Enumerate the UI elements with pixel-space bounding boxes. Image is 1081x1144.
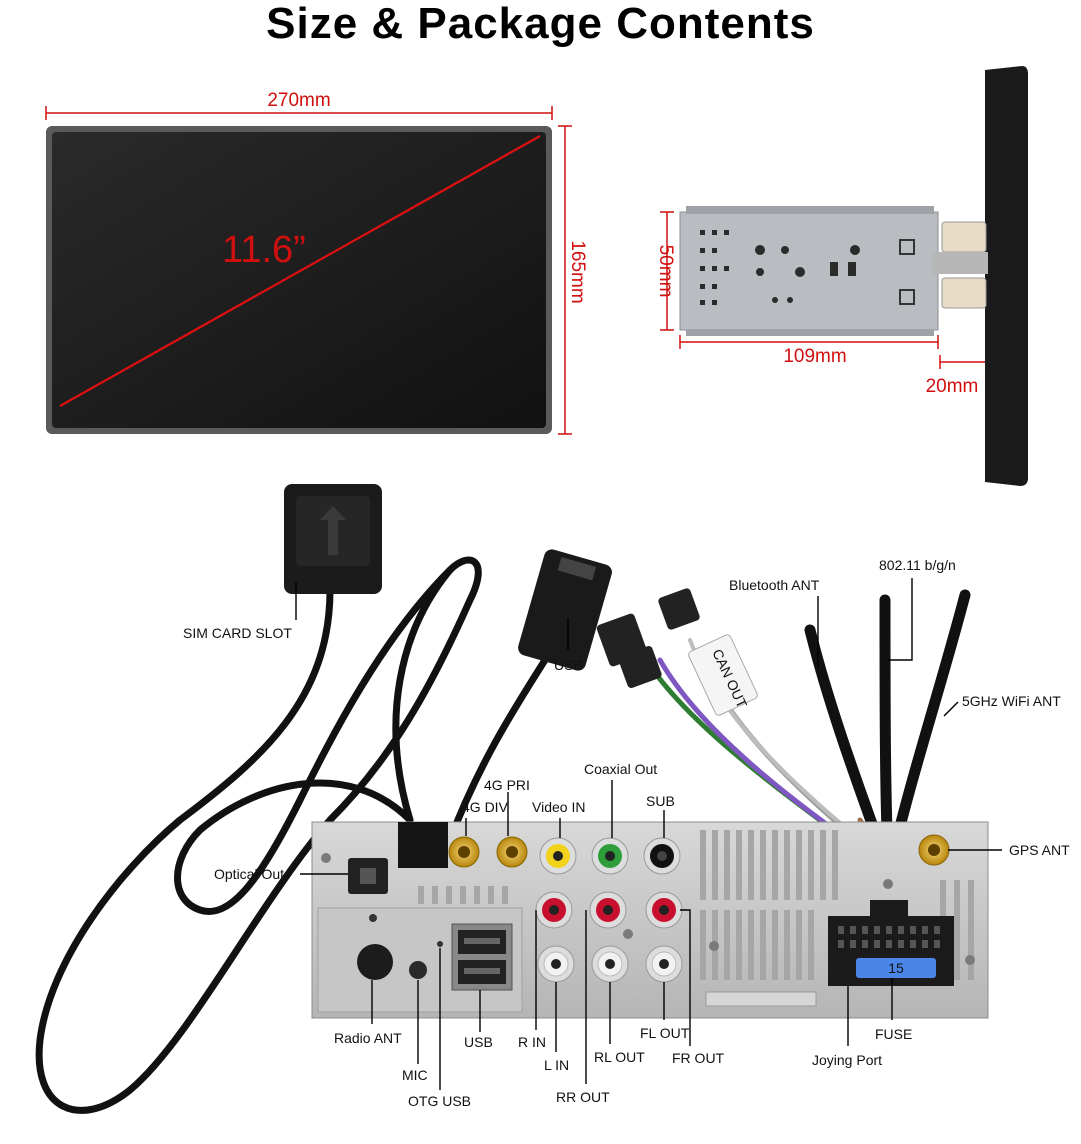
label-l-in: L IN [544,1057,569,1073]
label-usb-port: USB [464,1034,493,1050]
radio-ant-port [357,944,393,980]
rca-rl-out [591,945,629,983]
mic-port [409,961,427,979]
screen-depth-dimension: 20mm [926,355,985,397]
sma-4g-pri [496,836,528,868]
wire-connectors: CAN OUT [596,588,758,716]
width-dimension: 270mm [45,90,553,120]
rca-video-in [539,837,577,875]
label-otg-usb: OTG USB [408,1093,471,1109]
rca-l-in [537,945,575,983]
label-fl-out: FL OUT [640,1025,690,1041]
label-gps-ant: GPS ANT [1009,842,1070,858]
otg-usb-port [437,941,443,947]
label-radio-ant: Radio ANT [334,1030,402,1046]
height-label: 165mm [567,240,588,303]
usb-ports [451,923,513,991]
usb-plug [398,822,448,868]
label-joying-port: Joying Port [812,1052,882,1068]
label-sub: SUB [646,793,675,809]
label-bluetooth-ant: Bluetooth ANT [729,577,820,593]
width-label: 270mm [267,90,330,111]
sma-4g-div [448,836,480,868]
label-4g-div: 4G DIV [462,799,509,815]
rca-fl-out [645,945,683,983]
chassis-depth-label: 109mm [783,346,846,367]
diagonal-label: 11.6” [222,229,306,271]
height-dimension: 165mm [558,125,588,435]
label-rl-out: RL OUT [594,1049,645,1065]
chassis-height-dimension: 50mm [655,211,676,331]
label-optical-out: Optical Out [214,866,284,882]
label-fr-out: FR OUT [672,1050,725,1066]
leader-lines [295,578,1002,1090]
optical-out-port [348,858,388,894]
label-wifi-24: 802.11 b/g/n [879,557,956,573]
label-r-in: R IN [518,1034,546,1050]
screen-depth-label: 20mm [926,376,979,397]
chassis-height-label: 50mm [655,245,676,298]
label-fuse: FUSE [875,1026,912,1042]
label-video-in: Video IN [532,799,585,815]
label-coaxial-out: Coaxial Out [584,761,657,777]
sim-card-module [284,484,382,594]
rca-coaxial-out [591,837,629,875]
label-mic: MIC [402,1067,428,1083]
rca-r-in [535,891,573,929]
sma-gps [918,834,950,866]
front-screen: 11.6” [46,126,552,434]
rca-rr-out [589,891,627,929]
usb-connector [518,549,612,671]
page-title: Size & Package Contents [266,0,815,48]
sim-cable [35,556,482,1114]
fuse: 15 [856,958,936,978]
rca-fr-out [645,891,683,929]
label-usb-cable: USB [554,657,583,673]
fuse-value: 15 [888,960,904,976]
label-rr-out: RR OUT [556,1089,610,1105]
label-sim-card-slot: SIM CARD SLOT [183,625,292,641]
rca-sub [643,837,681,875]
chassis-depth-dimension: 109mm [679,335,939,367]
usb-cable [446,656,549,844]
label-4g-pri: 4G PRI [484,777,530,793]
side-view [679,66,1028,486]
label-5ghz-wifi-ant: 5GHz WiFi ANT [962,693,1061,709]
diagonal-line [59,135,541,407]
